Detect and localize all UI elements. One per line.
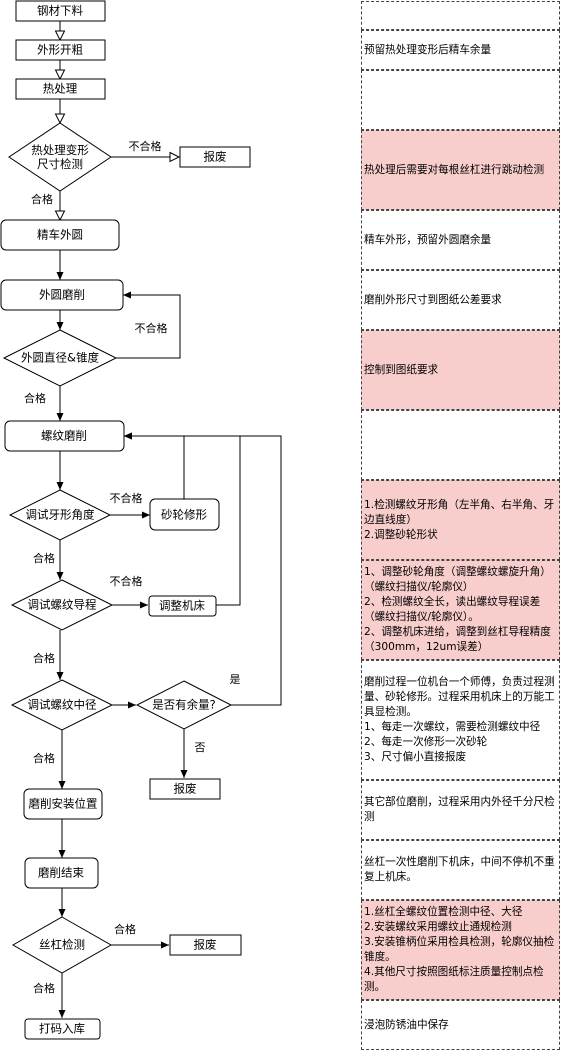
steel-cutting-label: 钢材下料	[37, 4, 83, 18]
scrap-box-1	[179, 146, 251, 168]
heat-treatment-label: 热处理	[43, 82, 78, 96]
note-thread-grinding	[361, 410, 560, 480]
note-heat-check: 热处理后需要对每根丝杠进行跳动检测	[361, 130, 560, 210]
angle-check-diamond	[8, 489, 112, 541]
note-od-check: 控制到图纸要求	[361, 330, 560, 410]
adjust-machine-box	[148, 595, 217, 617]
lead-pass-label: 合格	[33, 651, 55, 665]
note-grinding-done: 丝杠一次性磨削下机床，中间不停机不重复上机床。	[361, 840, 560, 900]
note-od-grinding: 磨削外形尺寸到图纸公差要求	[361, 270, 560, 330]
od-grinding-box	[0, 279, 124, 311]
finish-turning-box	[0, 219, 120, 251]
scrap-label-2: 报废	[174, 782, 197, 796]
lead-check-label: 调试螺纹导程	[28, 598, 97, 612]
scrap-box-3	[169, 934, 242, 956]
inspection-diamond	[11, 916, 113, 974]
inspection-right-label: 合格	[114, 922, 136, 936]
edge-od-fail-loop	[116, 291, 181, 359]
allowance-diamond	[135, 680, 233, 730]
mark-store-box	[24, 1018, 101, 1040]
angle-fail-label: 不合格	[110, 491, 143, 505]
heat-check-diamond	[8, 122, 112, 192]
od-check-diamond	[2, 329, 118, 387]
pitch-check-diamond	[10, 679, 114, 731]
inspection-label: 丝杠检测	[39, 938, 85, 952]
lead-fail-label: 不合格	[110, 574, 143, 588]
adjust-machine-label: 调整机床	[159, 599, 205, 613]
grinding-done-label: 磨削结束	[38, 866, 84, 880]
scrap-label-1: 报废	[204, 150, 227, 164]
od-pass-label: 合格	[24, 391, 46, 405]
angle-pass-label: 合格	[33, 551, 55, 565]
wheel-dressing-label: 砂轮修形	[161, 508, 207, 522]
note-mark-store: 浸泡防锈油中保存	[361, 1000, 560, 1050]
mark-store-label: 打码入库	[39, 1022, 85, 1036]
od-fail-label: 不合格	[135, 321, 168, 335]
grind-mount-label: 磨削安装位置	[29, 797, 98, 811]
steel-cutting-box	[15, 0, 106, 22]
note-inspection: 1.丝杠全螺纹位置检测中径、大径 2.安装螺纹采用螺纹止通规检测 3.安装锥柄位…	[361, 900, 560, 1000]
note-heat-treatment	[361, 70, 560, 130]
thread-grinding-box	[4, 420, 125, 452]
note-steel-cutting	[361, 1, 560, 30]
process-flowchart: 钢材下料 外形开粗 热处理 热处理变形尺寸检测 报废 精车外圆 外圆磨削 外圆直…	[0, 0, 282, 1040]
note-finish-turning: 精车外形，预留外圆磨余量	[361, 210, 560, 270]
od-grinding-label: 外圆磨削	[39, 288, 85, 302]
grind-mount-box	[23, 788, 103, 820]
heat-treatment-box	[15, 78, 106, 100]
allowance-no-label: 否	[195, 741, 206, 754]
edge-allow-yes-loop	[124, 432, 282, 706]
pitch-pass-label: 合格	[33, 751, 55, 765]
grinding-done-box	[24, 857, 99, 889]
scrap-label-3: 报废	[194, 938, 217, 952]
note-grind-mount: 其它部位磨削，过程采用内外径千分尺检测	[361, 780, 560, 840]
lead-check-diamond	[10, 579, 114, 631]
note-lead: 1、调整砂轮角度（调整螺纹螺旋升角）（螺纹扫描仪/轮廓仪） 2、检测螺纹全长，读…	[361, 560, 560, 660]
thread-grinding-label: 螺纹磨削	[41, 429, 87, 443]
heat-fail-label: 不合格	[129, 139, 162, 153]
allowance-yes-label: 是	[230, 673, 241, 686]
heat-check-label: 热处理变形尺寸检测	[31, 143, 89, 171]
wheel-dressing-box	[149, 498, 220, 531]
angle-check-label: 调试牙形角度	[26, 508, 95, 522]
rough-turning-box	[15, 39, 106, 61]
note-pitch-diameter: 磨削过程一位机台一个师傅，负责过程测量、砂轮修形。过程采用机床上的万能工具显检测…	[361, 660, 560, 780]
note-rough-turning: 预留热处理变形后精车余量	[361, 30, 560, 70]
heat-pass-label: 合格	[31, 192, 53, 206]
inspection-down-label: 合格	[33, 981, 55, 995]
scrap-box-2	[149, 778, 221, 800]
od-check-label: 外圆直径&锥度	[21, 351, 99, 365]
rough-turning-label: 外形开粗	[37, 43, 83, 57]
finish-turning-label: 精车外圆	[37, 228, 83, 242]
pitch-check-label: 调试螺纹中径	[28, 698, 97, 712]
edge-dress-loop	[124, 432, 185, 499]
allowance-label: 是否有余量?	[152, 698, 216, 712]
note-profile-angle: 1.检测螺纹牙形角（左半角、右半角、牙边直线度） 2.调整砂轮形状	[361, 480, 560, 560]
